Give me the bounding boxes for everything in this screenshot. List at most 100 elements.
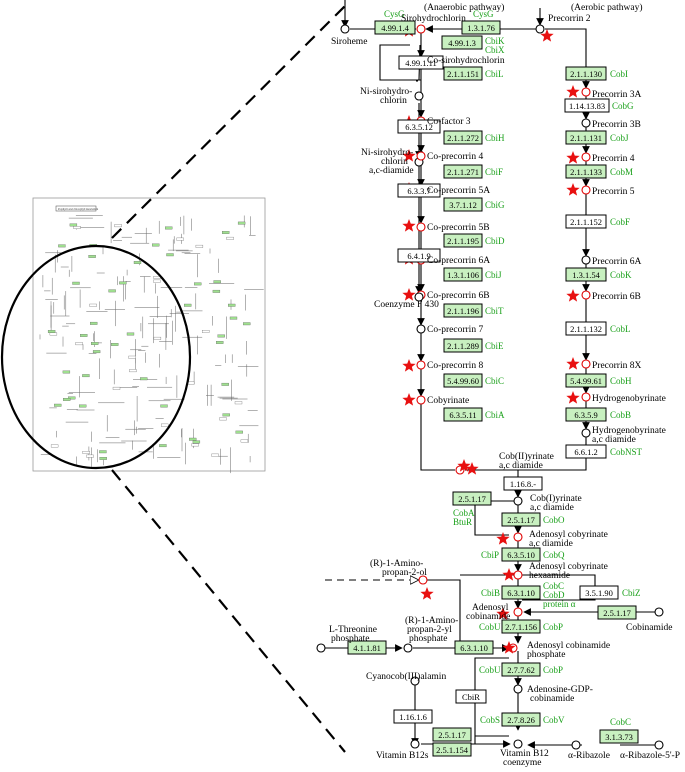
svg-text:3.1.3.73: 3.1.3.73 <box>605 732 633 742</box>
enzyme-6-6-1-2[interactable]: 6.6.1.2 <box>565 444 607 459</box>
enzyme-2-5-1-17-c[interactable]: 2.5.1.17 <box>597 605 637 620</box>
svg-text:2.1.1.271: 2.1.1.271 <box>447 167 479 177</box>
highlight-star-icon <box>465 462 479 475</box>
thumbnail-enzyme-box <box>73 226 81 229</box>
svg-text:2.5.1.17: 2.5.1.17 <box>458 494 486 504</box>
label-ni-sirohydrochlorin-2: chlorin <box>380 96 407 106</box>
enzyme-2-1-1-195[interactable]: 2.1.1.195 <box>443 233 483 248</box>
enzyme-6-3-5-10[interactable]: 6.3.5.10 <box>501 547 541 562</box>
svg-text:CbiR: CbiR <box>462 692 480 702</box>
label-aerobic-pathway: (Aerobic pathway) <box>571 2 642 13</box>
label-siroheme: Siroheme <box>331 37 367 47</box>
enzyme-5-4-99-60[interactable]: 5.4.99.60 <box>443 373 483 388</box>
gene-cobh: CobH <box>610 376 632 386</box>
label-alpha-ribazole: α-Ribazole <box>568 751 610 761</box>
svg-text:2.1.1.130: 2.1.1.130 <box>570 69 602 79</box>
label-threonine-2: phosphate <box>331 634 370 644</box>
label-hydro-diamide-2: a,c diamide <box>592 435 636 445</box>
enzyme-4-1-1-81[interactable]: 4.1.1.81 <box>347 640 387 655</box>
thumbnail-enzyme-box <box>49 332 58 336</box>
enzyme-boxes: 4.99.1.4 1.3.1.76 4.99.1.3 4.99.1.11 2.1… <box>347 20 639 757</box>
enzyme-1-3-1-106[interactable]: 1.3.1.106 <box>443 267 483 282</box>
gene-cbix: CbiX <box>485 45 505 55</box>
svg-text:4.99.1.11: 4.99.1.11 <box>405 58 437 68</box>
gene-cobu-2: CobU <box>479 665 501 675</box>
enzyme-6-3-1-10-a[interactable]: 6.3.1.10 <box>501 585 541 600</box>
enzyme-2-1-1-151[interactable]: 2.1.1.151 <box>443 66 483 81</box>
enzyme-1-16-1-6[interactable]: 1.16.1.6 <box>393 709 433 724</box>
enzyme-2-1-1-272[interactable]: 2.1.1.272 <box>443 130 483 145</box>
svg-text:2.5.1.17: 2.5.1.17 <box>507 515 535 525</box>
gene-cobj: CobJ <box>610 133 629 143</box>
enzyme-2-5-1-17-d[interactable]: 2.5.1.17 <box>432 727 472 742</box>
enzyme-5-4-99-61[interactable]: 5.4.99.61 <box>565 373 607 388</box>
label-coenzyme-f430: Coenzyme F 430 <box>374 300 439 310</box>
enzyme-2-7-1-156[interactable]: 2.7.1.156 <box>501 619 541 634</box>
enzyme-1-16-8[interactable]: 1.16.8.- <box>503 476 543 491</box>
enzyme-3-1-3-73[interactable]: 3.1.3.73 <box>599 729 639 744</box>
label-cobi-2: a,c diamide <box>530 503 574 513</box>
enzyme-6-3-3-7[interactable]: 6.3.3.7 <box>397 183 441 198</box>
thumbnail-enzyme-box <box>88 255 96 258</box>
enzyme-2-1-1-130[interactable]: 2.1.1.130 <box>565 66 607 81</box>
svg-text:6.6.1.2: 6.6.1.2 <box>574 447 597 457</box>
enzyme-2-5-1-154[interactable]: 2.5.1.154 <box>432 742 472 757</box>
gene-btur: BtuR <box>453 517 472 527</box>
enzyme-cbir[interactable]: CbiR <box>455 689 487 704</box>
svg-text:2.5.1.17: 2.5.1.17 <box>603 608 631 618</box>
enzyme-4-99-1-3[interactable]: 4.99.1.3 <box>441 35 483 50</box>
enzyme-2-7-7-62[interactable]: 2.7.7.62 <box>501 662 541 677</box>
thumbnail-enzyme-box <box>202 330 210 333</box>
svg-text:3.5.1.90: 3.5.1.90 <box>585 588 613 598</box>
thumbnail-enzyme-box <box>226 236 234 240</box>
enzyme-2-1-1-132[interactable]: 2.1.1.132 <box>565 321 607 336</box>
enzyme-2-1-1-271[interactable]: 2.1.1.271 <box>443 164 483 179</box>
enzyme-2-1-1-196[interactable]: 2.1.1.196 <box>443 303 483 318</box>
thumbnail-enzyme-box <box>68 396 76 400</box>
svg-text:1.3.1.54: 1.3.1.54 <box>572 270 600 280</box>
enzyme-6-3-5-9[interactable]: 6.3.5.9 <box>565 407 607 422</box>
thumbnail-enzyme-box <box>228 303 236 307</box>
enzyme-2-5-1-17-a[interactable]: 2.5.1.17 <box>452 491 492 506</box>
svg-text:6.3.5.12: 6.3.5.12 <box>405 122 433 132</box>
thumbnail-enzyme-box <box>63 398 71 401</box>
thumbnail-enzyme-box <box>235 430 243 434</box>
gene-labels: CysG CysG CbiK CbiX CbiL CobI CobG CbiH … <box>384 9 643 727</box>
enzyme-6-3-5-12[interactable]: 6.3.5.12 <box>397 119 441 134</box>
enzyme-2-1-1-152[interactable]: 2.1.1.152 <box>565 214 607 229</box>
enzyme-3-5-1-90[interactable]: 3.5.1.90 <box>579 585 619 600</box>
enzyme-2-1-1-133[interactable]: 2.1.1.133 <box>565 164 607 179</box>
label-co-precorrin5a: Co-precorrin 5A <box>427 186 490 196</box>
enzyme-2-1-1-289[interactable]: 2.1.1.289 <box>443 338 483 353</box>
enzyme-4-99-1-4[interactable]: 4.99.1.4 <box>374 20 416 35</box>
enzyme-6-3-1-10-b[interactable]: 6.3.1.10 <box>454 640 494 655</box>
svg-text:2.1.1.151: 2.1.1.151 <box>447 69 479 79</box>
gene-cobc-1: CobC <box>543 581 564 591</box>
compound-labels: (Anaerobic pathway) (Aerobic pathway) Si… <box>329 2 680 768</box>
highlight-star-icon <box>402 219 416 232</box>
gene-cobnst: CobNST <box>610 447 643 457</box>
enzyme-1-3-1-54[interactable]: 1.3.1.54 <box>565 267 607 282</box>
thumbnail-enzyme-box <box>221 382 229 386</box>
gene-cobu-1: CobU <box>479 622 501 632</box>
label-ni-diamide-3: a,c-diamide <box>369 166 414 176</box>
label-co-precorrin8: Co-precorrin 8 <box>427 361 483 371</box>
enzyme-1-3-1-76[interactable]: 1.3.1.76 <box>461 20 501 35</box>
gene-cobp-2: CobP <box>543 665 563 675</box>
enzyme-6-4-1-9[interactable]: 6.4.1.9 <box>397 248 441 263</box>
enzyme-6-3-5-11[interactable]: 6.3.5.11 <box>443 407 483 422</box>
enzyme-2-1-1-131[interactable]: 2.1.1.131 <box>565 130 607 145</box>
gene-cobc-2: CobC <box>610 717 631 727</box>
thumbnail-enzyme-box <box>80 334 88 337</box>
svg-text:4.1.1.81: 4.1.1.81 <box>353 643 381 653</box>
thumbnail-enzyme-box <box>184 303 192 307</box>
gene-cobm: CobM <box>610 167 633 177</box>
enzyme-1-14-13-83[interactable]: 1.14.13.83 <box>564 98 610 113</box>
gene-cbil: CbiL <box>485 69 504 79</box>
enzyme-2-5-1-17-b[interactable]: 2.5.1.17 <box>501 512 541 527</box>
highlight-star-icon <box>402 288 416 301</box>
enzyme-4-99-1-11[interactable]: 4.99.1.11 <box>398 55 444 70</box>
label-co-sirohydrochlorin: Co-sirohydrochlorin <box>427 56 505 66</box>
enzyme-2-7-8-26[interactable]: 2.7.8.26 <box>501 712 541 727</box>
enzyme-3-7-1-12[interactable]: 3.7.1.12 <box>443 197 483 212</box>
